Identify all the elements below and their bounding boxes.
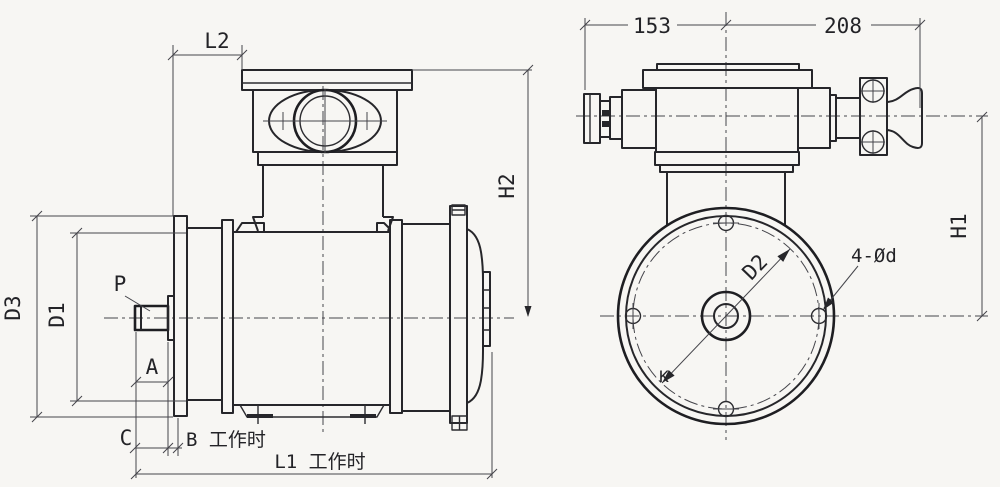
callout-arrow [823,297,834,310]
dim-h2-lines [412,64,534,316]
neck-step-front [659,164,794,173]
flange-outer-circle [616,206,836,426]
rear-strip-ticks [483,289,490,331]
gland-horn [886,87,923,149]
mounting-flange [173,215,188,417]
label-p-text: P [114,272,127,296]
rear-top-bolt [451,204,466,216]
bolt-hole-ticks [632,222,820,410]
gland-bolt-crosshairs [861,79,885,154]
callout-bolt-holes: 4-Ød [823,245,897,310]
box-body-front [655,87,799,153]
lid-front [642,69,813,89]
rear-bottom-bolt [451,415,468,431]
dim-a: A [130,332,174,478]
plug-step1 [609,96,623,140]
plug-cap [583,93,601,144]
motor-body [173,204,491,431]
dim-b-label: B 工作时 [186,429,266,451]
flange-face [616,206,836,426]
dim-l1: L1 工作时 [130,352,498,480]
hub-circle [700,290,752,342]
dim-153-208: 153 208 [579,14,926,108]
dim-h2-arrow [524,306,532,317]
dim-d2-label: D2 [738,250,773,285]
dim-h1: H1 [947,111,988,322]
plug-step2 [599,100,611,138]
front-end-bracket [186,227,223,401]
shaft-hole [713,303,739,329]
dim-l2-lines [167,45,248,216]
dim-c: C [120,426,174,454]
plug-hex-marks [602,110,611,127]
cable-gland [797,77,923,156]
dim-k-label: K [659,367,669,386]
box-base-plate [257,151,398,166]
base-plate-front [654,151,800,166]
dim-h1-lines [976,111,988,322]
breather-plug [583,89,657,149]
frame-top-lugs [235,222,391,233]
dim-153-label: 153 [633,14,671,38]
callout-bolt-holes-label: 4-Ød [851,245,897,267]
dim-l2-label: L2 [204,29,229,53]
gland-block [797,87,831,149]
terminal-box-front [642,63,813,226]
box-neck [262,165,384,217]
dim-l2: L2 [167,29,248,216]
dim-d2-line [661,248,791,384]
label-p-leader [124,295,151,312]
dim-h2: H2 [412,64,534,317]
bottom-pads [247,414,376,418]
neck-front [666,172,786,226]
terminal-box-side [241,69,413,232]
plug-block [621,89,657,149]
emblem-crosshairs [263,89,387,153]
dim-c-label: C [120,426,133,450]
dim-d3-label: D3 [1,295,25,320]
rear-ring [389,219,403,414]
dim-h1-label: H1 [947,213,971,238]
dim-d1-lines [70,227,186,407]
dim-d2: D2 K [659,248,791,386]
dim-d1-label: D1 [45,302,69,327]
dim-h2-label: H2 [495,173,519,198]
front-view: 153 208 H1 4-Ød D2 K [576,12,988,440]
dim-a-label: A [146,355,159,379]
dim-b-lines [168,418,184,456]
rear-cover-bulge [466,228,484,404]
rear-strip [482,271,491,347]
front-ring [221,219,234,414]
side-view: L2 H2 D3 D1 P A C [1,29,534,480]
neck-base-wedges [252,216,394,232]
dim-l1-label: L1 工作时 [274,451,365,473]
rear-endplate [449,205,468,424]
dim-d3-lines [30,210,173,423]
dim-a-lines [130,332,174,478]
box-lid [241,69,413,91]
dim-208-label: 208 [824,14,862,38]
dim-top-lines [579,18,926,108]
dim-d3: D3 [1,210,173,423]
dim-l1-lines [130,352,498,480]
dim-b: B 工作时 [168,418,266,456]
label-p: P [114,272,151,312]
dim-d1: D1 [45,227,186,407]
gland-cylinder [835,97,861,139]
